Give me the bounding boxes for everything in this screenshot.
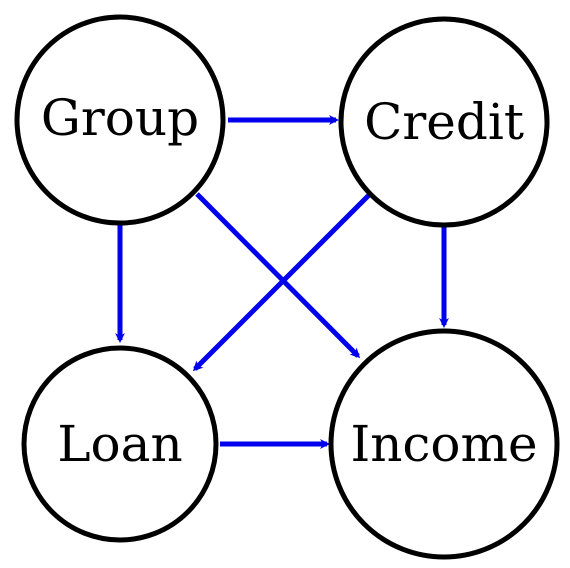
node-credit-circle xyxy=(338,16,550,228)
edge-credit-to-loan xyxy=(192,193,371,372)
edges-layer xyxy=(115,115,449,449)
node-income: Income xyxy=(328,328,560,560)
node-credit-label: Credit xyxy=(364,93,524,151)
node-loan: Loan xyxy=(21,345,219,543)
node-income-label: Income xyxy=(350,415,537,473)
node-group-circle xyxy=(14,14,226,226)
node-loan-circle xyxy=(21,345,219,543)
nodes-layer: Group Credit Loan Income xyxy=(14,14,560,560)
node-loan-label: Loan xyxy=(57,415,182,473)
node-group-label: Group xyxy=(41,89,199,147)
edge-group-to-income xyxy=(195,192,361,359)
node-credit: Credit xyxy=(338,16,550,228)
node-income-circle xyxy=(328,328,560,560)
node-group: Group xyxy=(14,14,226,226)
